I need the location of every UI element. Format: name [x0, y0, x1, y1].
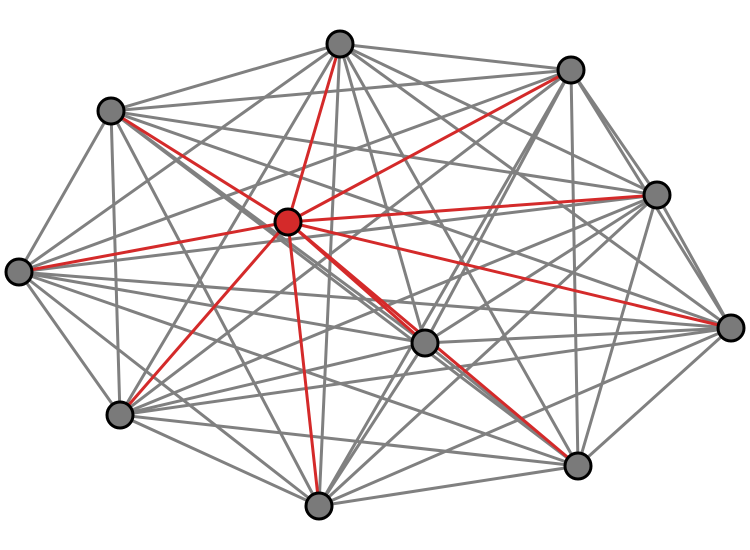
- highlighted-edge-top-right-center: [286, 68, 573, 224]
- edge-top-right-upper-left: [109, 68, 573, 113]
- edge-lower-left-bottom: [118, 413, 321, 508]
- edge-inner-lower-lower-left: [118, 341, 427, 417]
- edge-right-lower-right: [576, 193, 659, 468]
- node-lower-right: [563, 451, 593, 481]
- edge-far-right-lower-left: [118, 326, 733, 417]
- edge-upper-left-lower-right: [109, 109, 580, 468]
- highlighted-edge-center-lower-left: [118, 220, 290, 417]
- edge-left-lower-left: [17, 270, 122, 417]
- node-center: [273, 207, 303, 237]
- edge-lower-left-lower-right: [118, 413, 580, 468]
- edge-far-right-inner-lower: [423, 326, 733, 345]
- edge-upper-left-lower-left: [109, 109, 122, 417]
- node-upper-left: [96, 96, 126, 126]
- node-right: [642, 180, 672, 210]
- edge-top-right-left: [17, 68, 573, 274]
- highlighted-edge-center-left: [17, 220, 290, 274]
- edge-lower-right-bottom: [317, 464, 580, 508]
- edge-top-right-bottom: [317, 68, 573, 508]
- edge-left-bottom: [17, 270, 321, 508]
- edge-right-far-right: [655, 193, 733, 330]
- edge-upper-left-far-right: [109, 109, 733, 330]
- node-bottom: [304, 491, 334, 521]
- edge-top-inner-lower: [338, 42, 427, 345]
- highlighted-edge-top-center: [286, 42, 342, 224]
- edge-top-lower-left: [118, 42, 342, 417]
- edge-top-top-right: [338, 42, 573, 72]
- node-far-right: [716, 313, 746, 343]
- edge-top-lower-right: [338, 42, 580, 468]
- edge-top-right-lower-left: [118, 68, 573, 417]
- node-top: [325, 29, 355, 59]
- edge-right-inner-lower: [423, 193, 659, 345]
- node-inner-lower: [410, 328, 440, 358]
- edge-top-far-right: [338, 42, 733, 330]
- node-left: [4, 257, 34, 287]
- highlighted-edge-upper-left-center: [109, 109, 290, 224]
- edge-top-upper-left: [109, 42, 342, 113]
- edge-top-right-lower-right: [569, 68, 580, 468]
- node-top-right: [556, 55, 586, 85]
- edge-top-bottom: [317, 42, 342, 508]
- edge-top-right: [338, 42, 659, 197]
- edge-far-right-lower-right: [576, 326, 733, 468]
- graph-edges: [17, 42, 733, 508]
- highlighted-edge-center-far-right: [286, 220, 733, 330]
- edge-inner-lower-bottom: [317, 341, 427, 508]
- edge-right-bottom: [317, 193, 659, 508]
- highlighted-edge-center-bottom: [286, 220, 321, 508]
- edge-upper-left-left: [17, 109, 113, 274]
- edge-left-lower-right: [17, 270, 580, 468]
- edge-upper-left-bottom: [109, 109, 321, 508]
- edge-left-inner-lower: [17, 270, 427, 345]
- graph-nodes: [4, 29, 746, 521]
- highlighted-edge-right-center: [286, 193, 659, 224]
- edge-top-left: [17, 42, 342, 274]
- node-lower-left: [105, 400, 135, 430]
- edge-upper-left-right: [109, 109, 659, 197]
- edge-far-right-bottom: [317, 326, 733, 508]
